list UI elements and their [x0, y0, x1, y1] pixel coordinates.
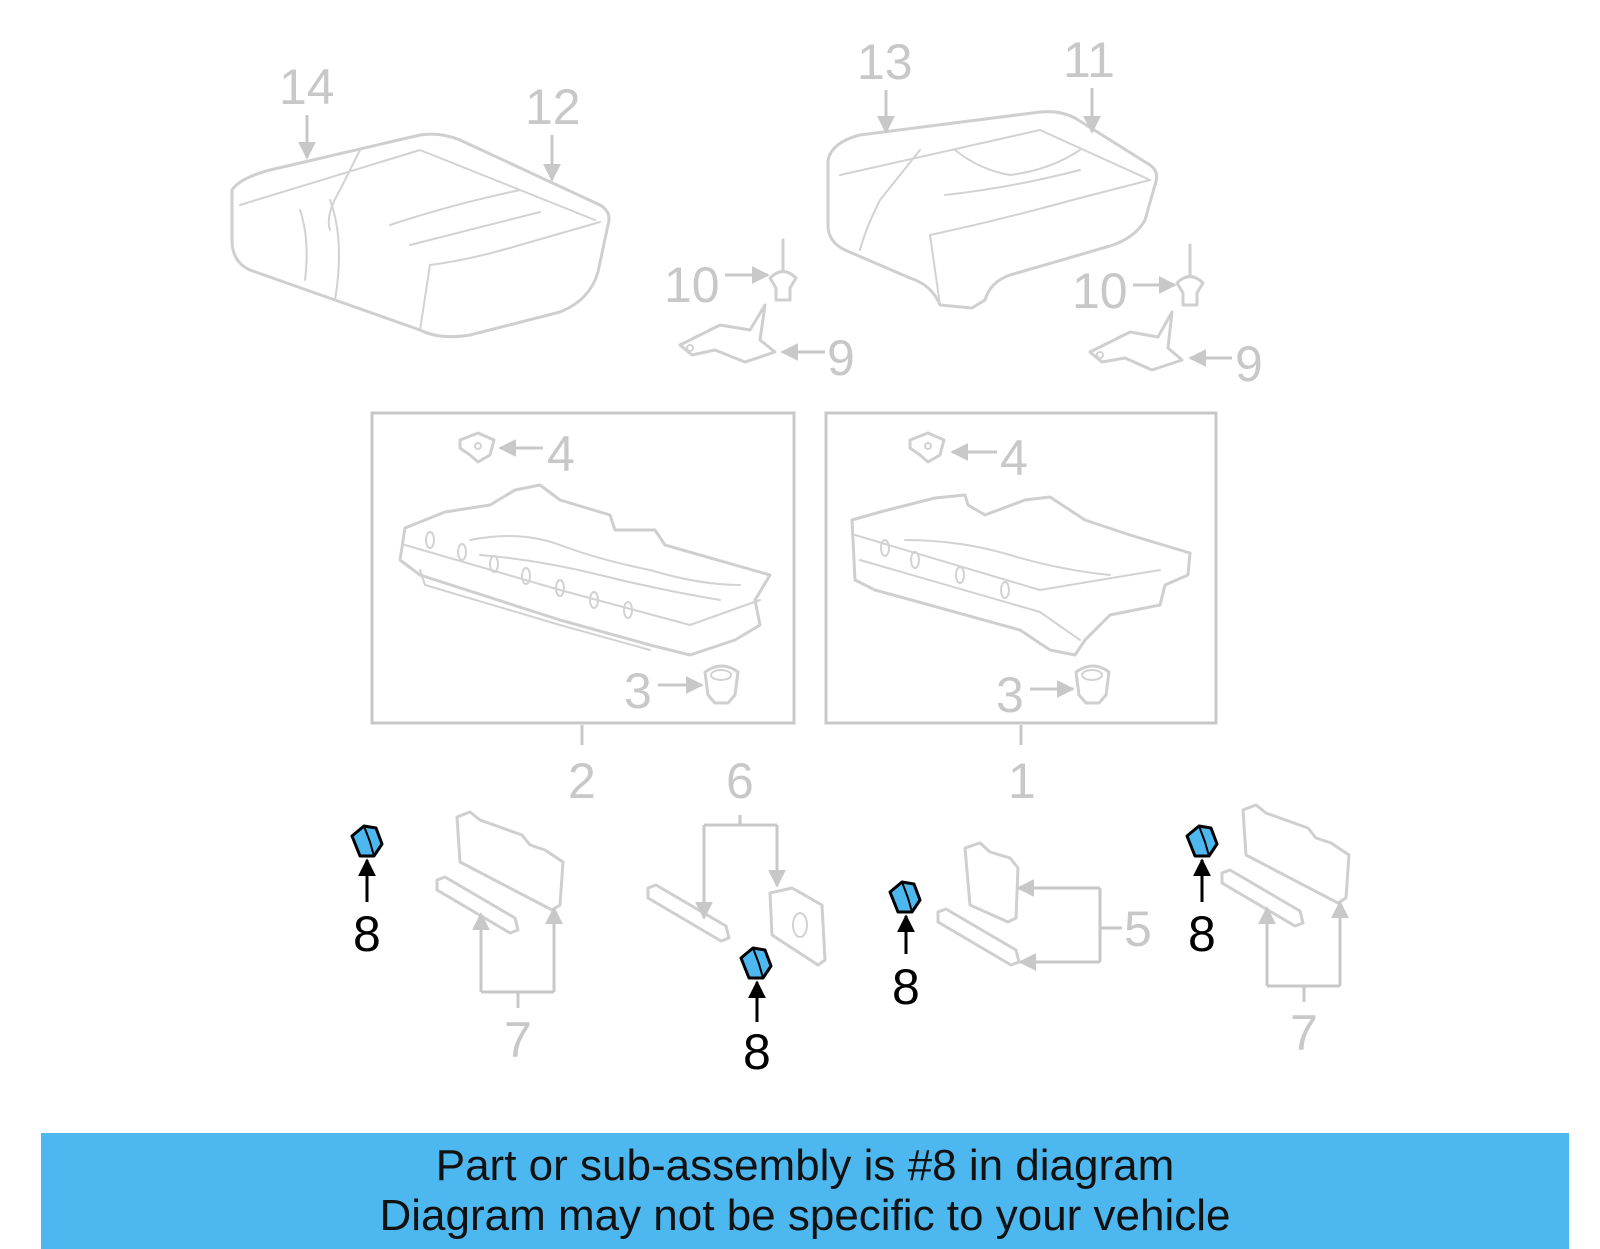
assembly-box-2 [370, 411, 796, 725]
callout-4-left: 4 [547, 426, 575, 482]
seat-frame-left [398, 483, 772, 657]
callout-12: 12 [525, 79, 581, 135]
callout-7-left: 7 [504, 1012, 532, 1068]
banner-line-2: Diagram may not be specific to your vehi… [379, 1191, 1231, 1240]
bolt-10-right [1175, 243, 1205, 307]
callout-4-right: 4 [1000, 430, 1028, 486]
callout-7-right: 7 [1290, 1005, 1318, 1061]
bolt-10-left [768, 238, 798, 302]
callout-10-left: 10 [664, 257, 720, 313]
callout-13: 13 [857, 34, 913, 90]
clip-4-left [458, 431, 496, 464]
callout-9-right: 9 [1235, 336, 1263, 392]
callout-14: 14 [279, 59, 335, 115]
clip-8-highlighted-a [350, 824, 384, 858]
bumper-3-right [1074, 664, 1111, 705]
bracket-9-right [1088, 310, 1184, 372]
callout-9-left: 9 [827, 330, 855, 386]
trim-6 [646, 883, 827, 967]
banner-line-1: Part or sub-assembly is #8 in diagram [435, 1141, 1175, 1190]
trim-panel-7-right [1220, 803, 1351, 928]
bracket-9-left [678, 303, 777, 364]
callout-6: 6 [726, 753, 754, 809]
trim-panel-7-left [435, 810, 565, 935]
callout-10-right: 10 [1072, 263, 1128, 319]
leader-lines [298, 88, 1349, 1022]
clip-8-highlighted-d [1185, 824, 1219, 858]
info-banner: Part or sub-assembly is #8 in diagram Di… [41, 1133, 1569, 1249]
callout-5: 5 [1124, 901, 1152, 957]
clip-8-highlighted-c [888, 880, 922, 914]
callout-2: 2 [568, 753, 596, 809]
callout-8-a: 8 [353, 906, 381, 962]
clip-4-right [908, 431, 946, 464]
trim-5 [936, 841, 1021, 967]
callout-8-b: 8 [743, 1024, 771, 1080]
seat-cushion-pad-right [826, 110, 1159, 310]
callout-3-right: 3 [996, 667, 1024, 723]
bumper-3-left [703, 664, 740, 705]
callout-8-d: 8 [1188, 906, 1216, 962]
callout-11: 11 [1063, 32, 1115, 88]
callout-3-left: 3 [624, 663, 652, 719]
seat-frame-right [850, 493, 1192, 657]
clip-8-highlighted-b [739, 946, 773, 980]
assembly-box-1 [824, 411, 1218, 725]
callout-1: 1 [1008, 753, 1036, 809]
callout-8-c: 8 [892, 959, 920, 1015]
seat-cushion-pad-left [230, 132, 611, 339]
